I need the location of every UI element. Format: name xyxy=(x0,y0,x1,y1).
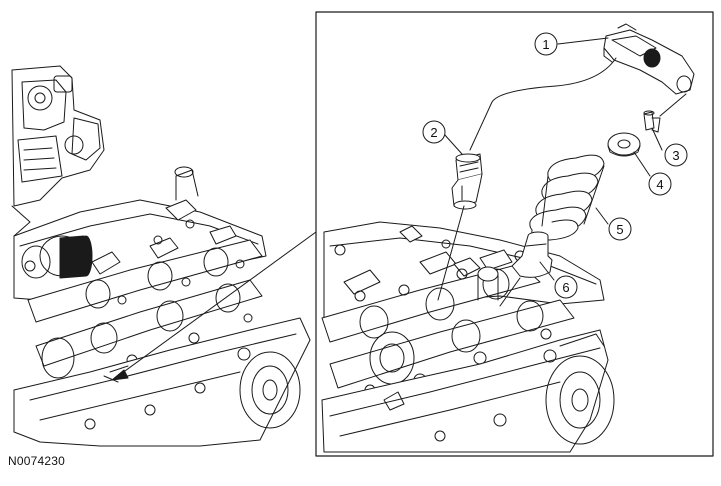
callout-6-label: 6 xyxy=(562,280,569,295)
roller-follower-part xyxy=(603,23,695,95)
callout-3-label: 3 xyxy=(672,148,679,163)
callout-6: 6 xyxy=(554,275,578,299)
callout-1-label: 1 xyxy=(542,37,549,52)
callout-6-leader xyxy=(539,261,555,281)
valve-seal-part xyxy=(511,231,553,278)
detail-frame xyxy=(315,11,714,457)
callout-4-label: 4 xyxy=(656,177,663,192)
callout-3-leader xyxy=(651,127,663,151)
callout-5-leader xyxy=(595,207,609,225)
retainer-keys-part xyxy=(643,110,661,133)
detail-locator-line xyxy=(117,231,317,377)
lash-adjuster-part xyxy=(451,153,483,210)
callout-5-label: 5 xyxy=(616,222,623,237)
callout-2: 2 xyxy=(422,120,446,144)
engine-overview xyxy=(11,65,311,447)
spring-retainer-part xyxy=(607,132,641,157)
callout-1-leader xyxy=(557,37,609,45)
callout-2-label: 2 xyxy=(430,125,437,140)
assembly-path-3 xyxy=(659,93,687,117)
assembly-path-2 xyxy=(437,205,465,301)
callout-4: 4 xyxy=(648,172,672,196)
callout-3: 3 xyxy=(664,143,688,167)
callout-4-leader xyxy=(633,151,651,177)
callout-1: 1 xyxy=(534,32,558,56)
callout-2-leader xyxy=(443,133,463,155)
callout-5: 5 xyxy=(608,217,632,241)
assembly-path-1 xyxy=(469,57,617,151)
figure-id: N0074230 xyxy=(8,454,65,468)
valve-spring-part xyxy=(529,154,605,241)
engine-detail xyxy=(321,221,615,453)
assembly-path-6 xyxy=(499,277,521,307)
